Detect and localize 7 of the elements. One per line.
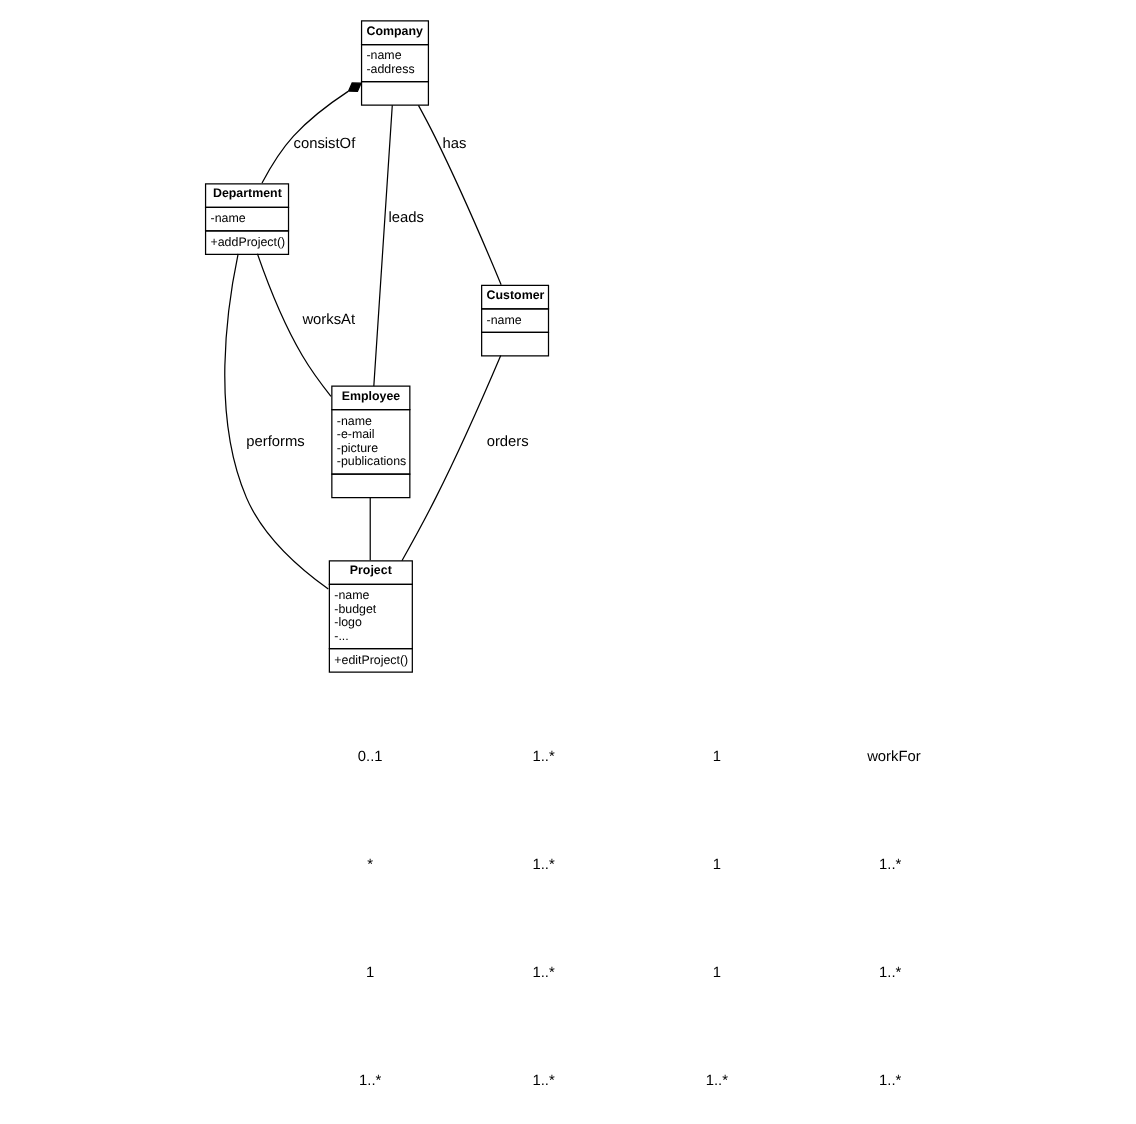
connector xyxy=(224,253,329,590)
connector xyxy=(369,497,371,561)
connector xyxy=(261,82,363,184)
connector xyxy=(373,104,393,387)
connector xyxy=(256,253,332,397)
connector xyxy=(417,104,502,286)
connector xyxy=(401,354,502,562)
